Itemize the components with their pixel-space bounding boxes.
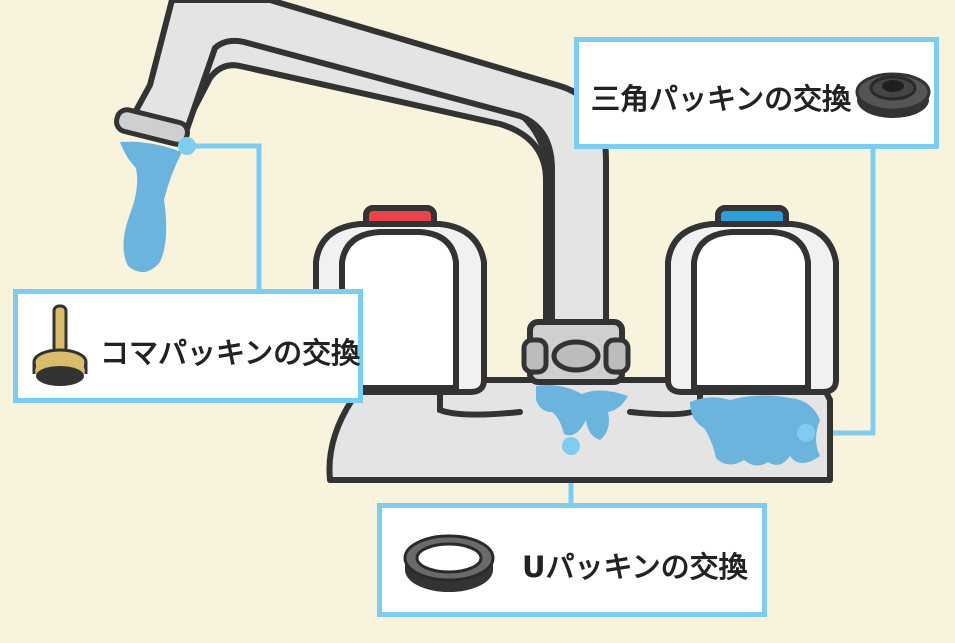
- triangle-connector-dot: [797, 424, 815, 442]
- nut-leak-water: [536, 385, 628, 440]
- triangle-packing-icon: [855, 72, 931, 118]
- u-packing-icon: [403, 534, 495, 592]
- triangle-packing-callout: 三角パッキンの交換: [574, 37, 939, 149]
- u-packing-label: Uパッキンの交換: [522, 550, 748, 584]
- handle-leak-water: [690, 395, 820, 466]
- koma-connector-line: [187, 143, 262, 292]
- koma-packing-callout: コマパッキンの交換: [13, 289, 363, 403]
- u-connector-dot: [562, 437, 580, 455]
- koma-connector-dot: [178, 137, 196, 155]
- koma-packing-icon: [32, 304, 88, 386]
- spout-nut: [521, 319, 631, 385]
- spout-water: [120, 141, 182, 273]
- spout-nozzle: [114, 107, 190, 147]
- u-packing-callout: Uパッキンの交換: [377, 503, 767, 617]
- cold-handle: [665, 205, 839, 395]
- koma-packing-label: コマパッキンの交換: [100, 336, 361, 370]
- triangle-packing-label: 三角パッキンの交換: [591, 82, 852, 116]
